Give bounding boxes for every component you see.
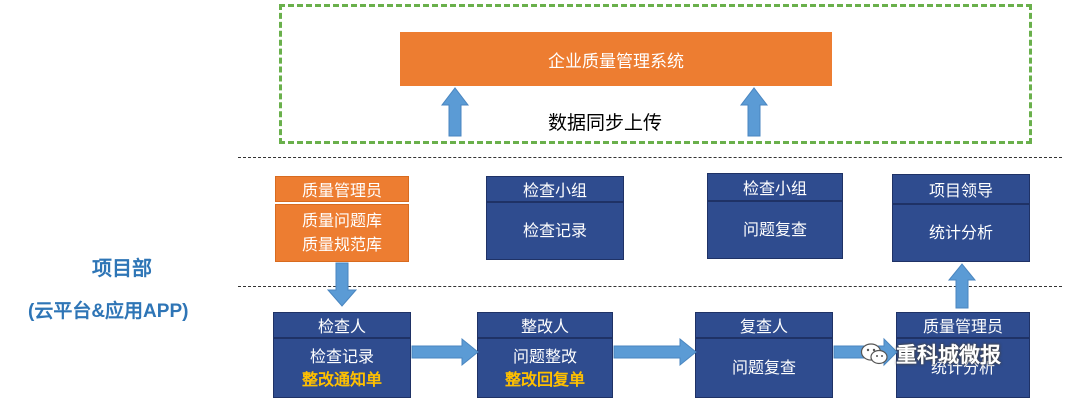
inspection-group-title: 检查小组 (522, 181, 587, 200)
quality-manager-2-header: 质量管理员 (896, 312, 1030, 338)
data-sync-label: 数据同步上传 (547, 112, 662, 134)
reviewer-title: 复查人 (739, 317, 788, 336)
quality-manager-header: 质量管理员 (275, 176, 409, 202)
watermark-text: 重科城微报 (896, 343, 1001, 367)
project-dept-label: 项目部 (92, 258, 152, 280)
wechat-icon (860, 343, 888, 365)
rectifier-title: 整改人 (520, 317, 569, 336)
issue-rectification-label: 问题整改 (512, 346, 577, 366)
inspector-record-label: 检查记录 (309, 346, 374, 366)
rectification-notice-label: 整改通知单 (301, 370, 382, 389)
quality-libraries-box: 质量问题库 质量规范库 (275, 204, 409, 262)
reviewer-header: 复查人 (695, 312, 833, 338)
issue-review-box: 问题复查 (707, 201, 843, 259)
enterprise-quality-system-box: 企业质量管理系统 (400, 32, 832, 86)
arrow-inspector-to-rectifier (411, 337, 479, 367)
quality-manager-title: 质量管理员 (301, 181, 382, 200)
arrow-rectifier-to-reviewer (613, 337, 697, 367)
separator-bottom (238, 286, 1062, 287)
inspection-group-2-header: 检查小组 (707, 173, 843, 201)
reviewer-issue-review-label: 问题复查 (731, 358, 796, 378)
inspector-body: 检查记录 整改通知单 (273, 338, 411, 398)
cloud-system-frame (279, 4, 1032, 144)
statistics-analysis-box: 统计分析 (892, 204, 1030, 262)
sync-up-arrow-right (739, 87, 769, 137)
inspection-record-box: 检查记录 (486, 202, 624, 260)
inspector-header: 检查人 (273, 312, 411, 338)
quality-manager-2-stats-label: 统计分析 (930, 358, 995, 378)
reviewer-body: 问题复查 (695, 338, 833, 398)
quality-manager-2-body: 统计分析 (896, 338, 1030, 398)
rectifier-body: 问题整改 整改回复单 (477, 338, 613, 398)
up-arrow-qm-to-leader (947, 263, 977, 309)
project-leader-header: 项目领导 (892, 174, 1030, 204)
statistics-analysis-label: 统计分析 (928, 223, 993, 243)
enterprise-quality-system-label: 企业质量管理系统 (548, 51, 684, 72)
project-leader-title: 项目领导 (928, 181, 993, 200)
inspection-record-label: 检查记录 (522, 221, 587, 241)
inspection-group-header: 检查小组 (486, 176, 624, 202)
quality-standard-library: 质量规范库 (301, 235, 382, 254)
sync-up-arrow-left (440, 87, 470, 137)
cloud-platform-label: (云平台&应用APP) (28, 301, 189, 322)
rectifier-header: 整改人 (477, 312, 613, 338)
quality-issue-library: 质量问题库 (301, 211, 382, 230)
inspector-title: 检查人 (317, 317, 366, 336)
issue-review-label: 问题复查 (742, 220, 807, 240)
down-arrow-qm-to-inspector (326, 262, 358, 307)
inspection-group-2-title: 检查小组 (742, 179, 807, 198)
rectification-reply-label: 整改回复单 (504, 370, 585, 389)
separator-top (238, 157, 1062, 158)
watermark: 重科城微报 (860, 334, 1060, 374)
quality-manager-2-title: 质量管理员 (922, 317, 1003, 336)
